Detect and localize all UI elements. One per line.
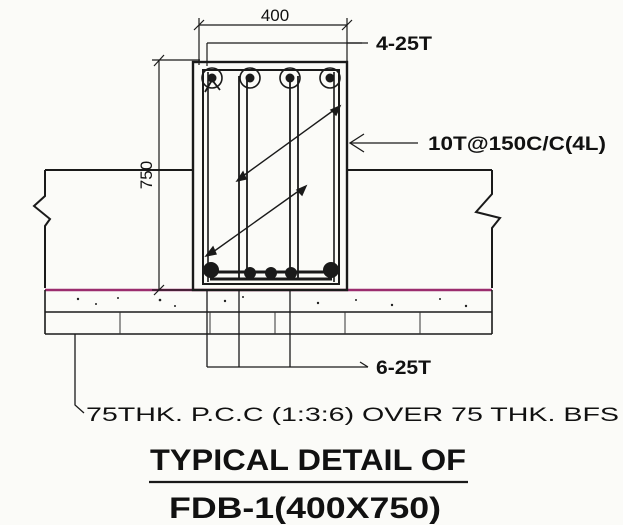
top-bars-label: 4-25T [376,34,432,55]
stirrup-leader [348,133,418,153]
pcc-note: 75THK. P.C.C (1:3:6) OVER 75 THK. BFS [86,405,619,426]
bottom-bars-label: 6-25T [376,358,431,379]
beam-section [191,60,349,292]
depth-label: 750 [137,161,156,189]
stirrup-label: 10T@150C/C(4L) [428,134,606,155]
width-label: 400 [261,6,289,25]
top-bars [201,67,341,89]
pcc-layer [44,288,493,335]
bottom-bars [203,262,339,281]
title-line-1: TYPICAL DETAIL OF [150,444,466,477]
bottom-bars-leader [206,290,369,368]
pcc-leader [74,334,85,414]
width-dimension [193,18,362,66]
title-line-2: FDB-1(400X750) [169,492,441,525]
slab-outline [32,169,502,288]
depth-dimension [152,54,200,296]
stirrup-diagonals [204,104,342,258]
